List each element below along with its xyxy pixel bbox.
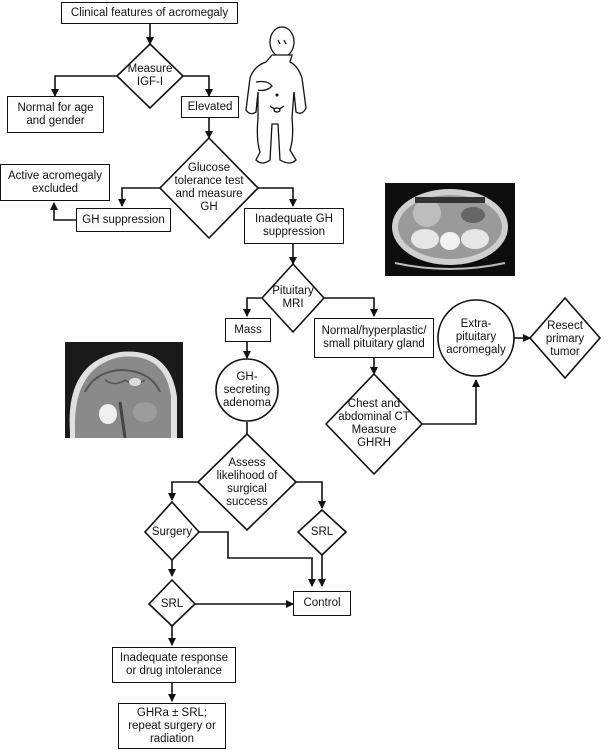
node-elevated: Elevated: [181, 96, 239, 118]
label-pituitary-mri: Pituitary MRI: [272, 285, 314, 310]
arrow-glucose-to-ghsupp: [118, 187, 162, 207]
label-srl-left: SRL: [160, 597, 184, 610]
node-clinical-features: Clinical features of acromegaly: [61, 2, 238, 24]
label-surgery: Surgery: [151, 525, 193, 538]
label-extra-pituitary: Extra- pituitary acromegaly: [446, 317, 506, 356]
patient-figure-illustration: [245, 26, 307, 164]
label-chest-ct: Chest and abdominal CT Measure GHRH: [338, 398, 410, 449]
node-normal-for-age: Normal for age and gender: [7, 96, 104, 133]
circle-gh-adenoma: [215, 358, 279, 422]
node-mass: Mass: [225, 318, 271, 342]
arrow-assess-to-surgery: [168, 481, 200, 501]
node-control: Control: [293, 591, 351, 616]
diamond-assess: [196, 432, 298, 532]
arrow-ct-to-extrapituitary: [422, 379, 480, 425]
diamond-measure-igf: [115, 42, 185, 110]
diamond-srl-right: [296, 508, 348, 557]
arrow-surgery-to-control: [199, 531, 316, 587]
diamond-pituitary-mri: [260, 262, 326, 334]
ct-scan-image: [385, 183, 515, 276]
node-inadequate-response: Inadequate response or drug intolerance: [112, 647, 236, 683]
arrow-mri-to-mass: [243, 297, 262, 317]
node-inadequate-gh-suppression: Inadequate GH suppression: [244, 208, 344, 244]
label-assess-likelihood: Assess likelihood of surgical success: [216, 457, 278, 508]
circle-extra-pituitary: [437, 299, 515, 377]
node-normal-hyperplastic-gland: Normal/hyperplastic/ small pituitary gla…: [314, 318, 434, 358]
label-glucose-tolerance: Glucose tolerance test and measure GH: [174, 162, 244, 213]
node-ghra-srl: GHRa ± SRL; repeat surgery or radiation: [118, 703, 226, 749]
label-gh-secreting-adenoma: GH- secreting adenoma: [223, 370, 271, 409]
arrow-assess-to-srlright: [296, 481, 326, 509]
node-gh-suppression: GH suppression: [76, 208, 171, 232]
arrow-ghsupp-to-excluded: [50, 202, 76, 221]
arrow-measure-to-normal: [51, 75, 117, 97]
label-measure-igf: Measure IGF-I: [127, 63, 173, 88]
arrow-measure-to-elevated: [183, 75, 213, 97]
arrow-mri-to-normalgland: [324, 297, 378, 317]
mri-scan-image: [65, 342, 183, 438]
label-srl-right: SRL: [310, 525, 334, 538]
diamond-chest-ct: [324, 372, 424, 476]
label-resect-tumor: Resect primary tumor: [545, 319, 585, 358]
diamond-glucose: [158, 136, 260, 240]
node-active-acromegaly-excluded: Active acromegaly excluded: [0, 164, 110, 201]
diamond-srl-left: [147, 578, 197, 628]
arrow-glucose-to-inadequate: [258, 187, 297, 207]
diamond-surgery: [143, 500, 201, 562]
diamond-resect: [528, 296, 602, 380]
